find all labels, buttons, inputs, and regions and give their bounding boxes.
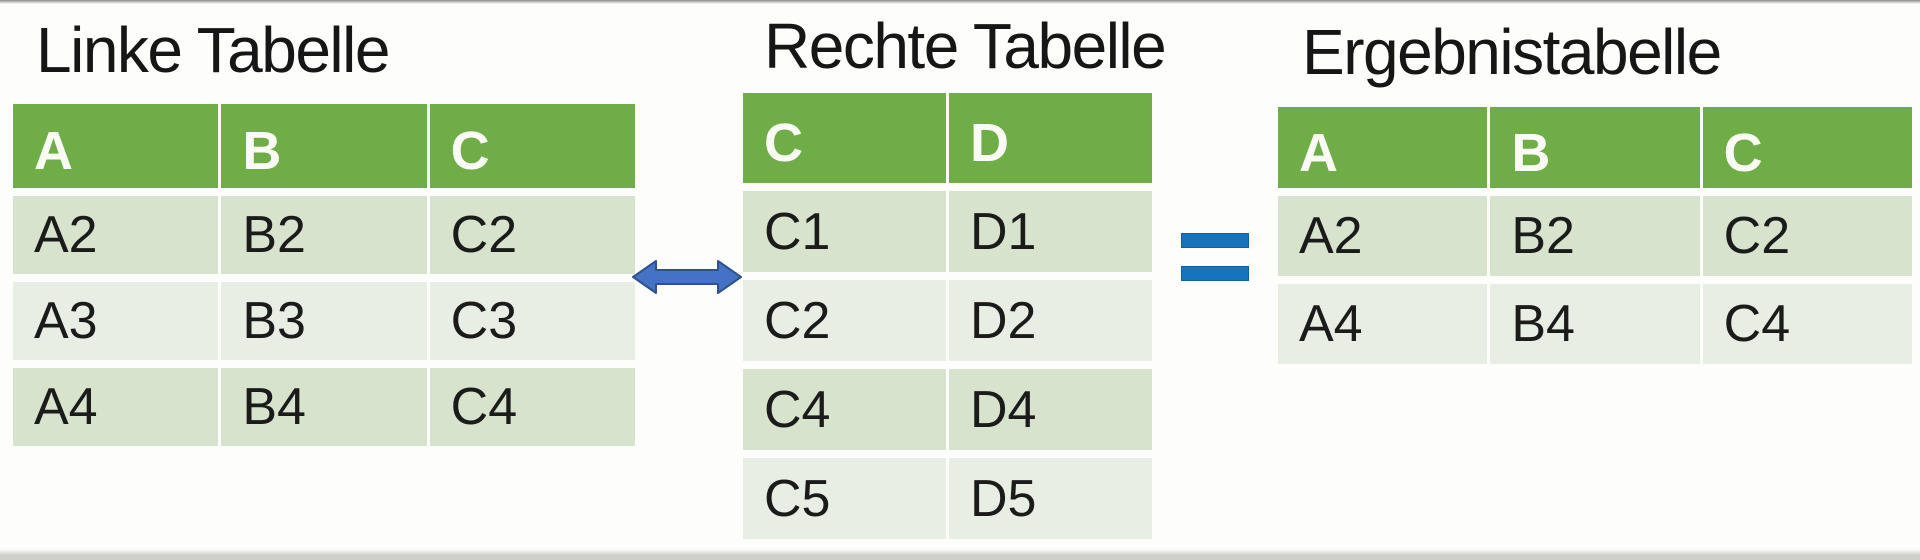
right-table: C D C1 D1 C2 D2 C4 D4 C5 D5 — [743, 93, 1152, 539]
table-cell: B2 — [1490, 196, 1700, 276]
equals-bar — [1181, 266, 1249, 281]
table-cell: C4 — [429, 368, 635, 446]
table-cell: C5 — [743, 458, 946, 539]
left-table-title: Linke Tabelle — [36, 14, 390, 86]
right-table-title: Rechte Tabelle — [764, 10, 1167, 82]
table-cell: D4 — [949, 369, 1152, 450]
double-arrow-icon — [632, 260, 742, 294]
table-cell: C2 — [429, 196, 635, 274]
left-table: A B C A2 B2 C2 A3 B3 C3 A4 B4 C4 — [13, 104, 635, 446]
bottom-edge-artifact — [0, 549, 1920, 560]
header-cell: B — [221, 104, 427, 188]
table-cell: A4 — [13, 368, 219, 446]
table-cell: C2 — [1702, 196, 1912, 276]
table-cell: D5 — [949, 458, 1152, 539]
header-cell: A — [1278, 107, 1488, 188]
top-edge-artifact — [0, 0, 1920, 4]
result-table: A B C A2 B2 C2 A4 B4 C4 — [1278, 107, 1912, 364]
table-cell: A3 — [13, 282, 219, 360]
table-cell: D1 — [949, 191, 1152, 272]
table-cell: B3 — [221, 282, 427, 360]
result-table-title: Ergebnistabelle — [1302, 16, 1722, 88]
table-cell: B2 — [221, 196, 427, 274]
table-cell: D2 — [949, 280, 1152, 361]
header-cell: A — [13, 104, 219, 188]
table-cell: C3 — [429, 282, 635, 360]
table-cell: C2 — [743, 280, 946, 361]
table-cell: A4 — [1278, 284, 1488, 364]
table-cell: A2 — [13, 196, 219, 274]
table-cell: B4 — [221, 368, 427, 446]
table-cell: C1 — [743, 191, 946, 272]
table-cell: C4 — [1702, 284, 1912, 364]
header-cell: D — [949, 93, 1152, 183]
header-cell: C — [743, 93, 946, 183]
table-cell: B4 — [1490, 284, 1700, 364]
equals-bar — [1181, 233, 1249, 248]
equals-icon — [1181, 233, 1249, 281]
header-cell: B — [1490, 107, 1700, 188]
header-cell: C — [429, 104, 635, 188]
table-cell: C4 — [743, 369, 946, 450]
header-cell: C — [1702, 107, 1912, 188]
table-cell: A2 — [1278, 196, 1488, 276]
